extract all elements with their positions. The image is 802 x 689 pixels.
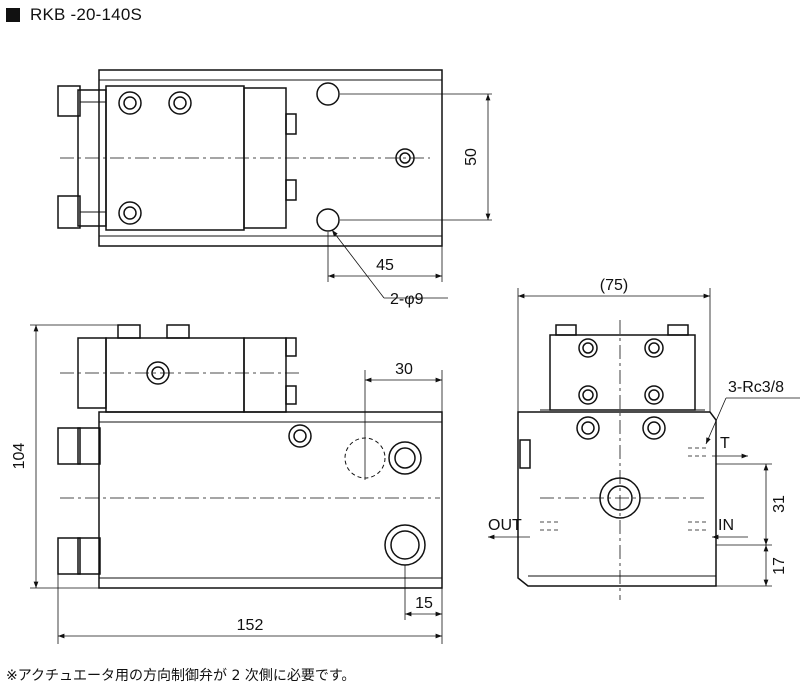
dim-front-length: 152 [237,617,264,634]
technical-drawing: 50 45 2-φ9 104 3 [11,69,800,644]
dim-side-lower: 17 [771,557,788,575]
front-view-dimensions [30,324,443,644]
dim-front-height: 104 [11,443,28,470]
port-in-label: IN [718,517,734,534]
dim-front-small: 15 [415,595,433,612]
dim-side-upper: 31 [771,495,788,513]
top-view [57,69,443,247]
port-t-label: T [720,435,730,452]
dim-top-pitch: 45 [376,257,394,274]
dim-top-width: 50 [463,148,480,166]
port-label: 3-Rc3/8 [728,379,784,396]
side-view-dimensions [488,288,800,587]
dim-front-offset: 30 [395,361,413,378]
title-text: RKB -20-140S [30,5,143,24]
front-view [57,324,443,589]
top-view-dimensions [327,93,492,299]
dim-holes: 2-φ9 [390,291,424,308]
title-square-icon [6,8,20,22]
footnote: ※アクチュエータ用の方向制御弁が 2 次側に必要です。 [6,668,356,684]
dim-side-width: (75) [600,277,628,294]
drawing-title: RKB -20-140S [6,4,142,26]
port-out-label: OUT [488,517,522,534]
side-view [517,320,717,600]
